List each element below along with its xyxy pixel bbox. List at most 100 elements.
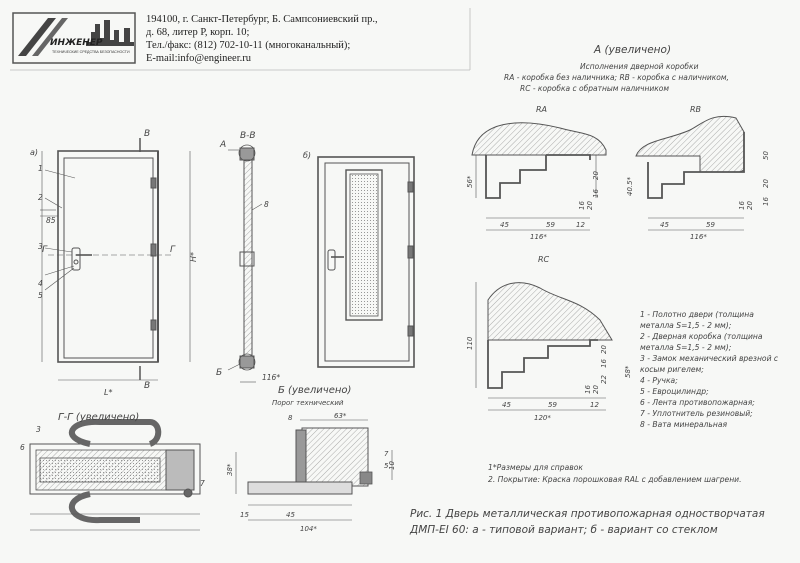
detail-a-marker: А <box>219 140 226 150</box>
rc-dim-12: 12 <box>590 401 599 409</box>
ra-dim-45: 45 <box>500 221 509 229</box>
rc-label: RC <box>538 255 550 264</box>
logo-text: ИНЖЕНЕР <box>50 38 103 48</box>
rc-dim-59: 59 <box>548 401 557 409</box>
dim-116: 116* <box>262 373 280 382</box>
note-2: 2. Покрытие: Краска порошковая RAL с доб… <box>488 475 742 484</box>
legend: 1 - Полотно двери (толщина металла S=1,5… <box>640 309 796 430</box>
rc-dim-22: 22 <box>600 375 608 384</box>
legend-item: 3 - Замок механический врезной с <box>640 354 779 363</box>
door-front-view-typical <box>40 138 191 381</box>
rb-label: RB <box>690 105 701 114</box>
width-label: L* <box>104 388 112 397</box>
detail-b-subtitle: Порог технический <box>272 399 344 407</box>
callout-2: 2 <box>38 193 43 202</box>
ra-dim-12: 12 <box>576 221 585 229</box>
section-mark-g-left: Г <box>42 245 48 255</box>
detail-b-title: Б (увеличено) <box>278 385 351 396</box>
gg-callout-7: 7 <box>200 479 205 488</box>
rb-dim-45: 45 <box>660 221 669 229</box>
ra-dim-59: 59 <box>546 221 555 229</box>
dim-b-15: 15 <box>240 511 249 519</box>
phone-line: Тел./факс: (812) 702-10-11 (многоканальн… <box>146 40 351 51</box>
dim-b-7: 7 <box>384 450 389 458</box>
rb-dim-h: 40.5* <box>626 176 634 196</box>
legend-item: 7 - Уплотнитель резиновый; <box>640 409 753 418</box>
rc-dim-20b: 20 <box>592 385 600 394</box>
legend-item: 5 - Евроцилиндр; <box>640 387 709 396</box>
dim-b-104: 104* <box>300 525 317 533</box>
ra-dim-16b: 16 <box>578 201 586 210</box>
section-bb-title: В-В <box>240 131 256 141</box>
threshold-detail <box>235 419 393 521</box>
height-label: H* <box>189 252 198 262</box>
rb-dim-16: 16 <box>762 197 770 206</box>
legend-item: 1 - Полотно двери (толщина <box>640 310 754 319</box>
ra-dim-20b: 20 <box>586 201 594 210</box>
callout-3: 3 <box>38 242 43 251</box>
frame-profile-rb <box>635 116 745 231</box>
legend-item: 6 - Лента противопожарная; <box>640 398 755 407</box>
dim-85: 85 <box>46 216 56 225</box>
rc-dim-58: 58* <box>624 365 632 378</box>
callout-5: 5 <box>38 291 43 300</box>
gg-callout-3: 3 <box>36 425 41 434</box>
section-mark-g-right: Г <box>170 245 176 255</box>
rc-dim-16b: 16 <box>584 385 592 394</box>
address-line-1: 194100, г. Санкт-Петербург, Б. Сампсоние… <box>146 14 378 25</box>
frame-profile-ra <box>471 122 607 231</box>
legend-item: металла S=1,5 - 2 мм); <box>640 343 732 352</box>
ra-dim-20: 20 <box>592 171 600 180</box>
label-variant-b: б) <box>303 151 311 160</box>
rb-dim-59: 59 <box>706 221 715 229</box>
section-mark-b-bottom: В <box>144 381 150 391</box>
rc-dim-16: 16 <box>600 359 608 368</box>
ra-dim-16: 16 <box>592 189 600 198</box>
rc-dim-120: 120* <box>534 414 551 422</box>
rb-dim-20b: 20 <box>746 201 754 210</box>
company-logo: ИНЖЕНЕР ТЕХНИЧЕСКИЕ СРЕДСТВА БЕЗОПАСНОСТ… <box>12 12 136 64</box>
logo-subtext: ТЕХНИЧЕСКИЕ СРЕДСТВА БЕЗОПАСНОСТИ <box>52 50 130 54</box>
rb-dim-16b: 16 <box>738 201 746 210</box>
rb-dim-20: 20 <box>762 179 770 188</box>
detail-a-line2: RC - коробка с обратным наличником <box>520 84 669 93</box>
ra-dim-116: 116* <box>530 233 547 241</box>
door-front-view-glass <box>317 156 415 368</box>
rc-dim-45: 45 <box>502 401 511 409</box>
section-gg-view <box>29 418 201 531</box>
rc-dim-110: 110 <box>466 336 474 350</box>
detail-b-marker: Б <box>216 368 222 378</box>
dim-b-45: 45 <box>286 511 295 519</box>
dim-b-38: 38* <box>226 463 234 476</box>
dim-b-5: 5 <box>384 462 389 470</box>
rc-dim-20: 20 <box>600 345 608 354</box>
address-line-2: д. 68, литер Р, корп. 10; <box>146 27 250 38</box>
dim-b-10: 10 <box>388 461 396 470</box>
detail-a-subtitle: Исполнения дверной коробки <box>580 62 699 71</box>
figure-caption-line2: ДМП-EI 60: а - типовой вариант; б - вари… <box>410 524 718 536</box>
legend-item: 8 - Вата минеральная <box>640 420 728 429</box>
legend-item: косым ригелем; <box>640 365 704 374</box>
section-bb-view <box>227 144 263 383</box>
logo-graphic <box>12 12 136 64</box>
legend-item: 4 - Ручка; <box>640 376 678 385</box>
frame-profile-rc <box>475 282 613 411</box>
figure-caption-line1: Рис. 1 Дверь металлическая противопожарн… <box>410 508 765 520</box>
callout-4: 4 <box>38 279 43 288</box>
section-gg-title: Г-Г (увеличено) <box>58 412 139 423</box>
gg-callout-6: 6 <box>20 443 25 452</box>
rb-dim-116: 116* <box>690 233 707 241</box>
legend-item: металла S=1,5 - 2 мм); <box>640 321 732 330</box>
ra-dim-h: 56* <box>466 175 474 188</box>
detail-a-line1: RA - коробка без наличника; RB - коробка… <box>504 73 729 82</box>
section-mark-b-top: В <box>144 129 150 139</box>
note-1: 1*Размеры для справок <box>488 463 583 472</box>
ra-label: RA <box>536 105 547 114</box>
rb-dim-50: 50 <box>762 151 770 160</box>
label-variant-a: а) <box>30 148 38 157</box>
callout-8: 8 <box>264 200 269 209</box>
legend-item: 2 - Дверная коробка (толщина <box>640 332 763 341</box>
callout-1: 1 <box>38 164 43 173</box>
